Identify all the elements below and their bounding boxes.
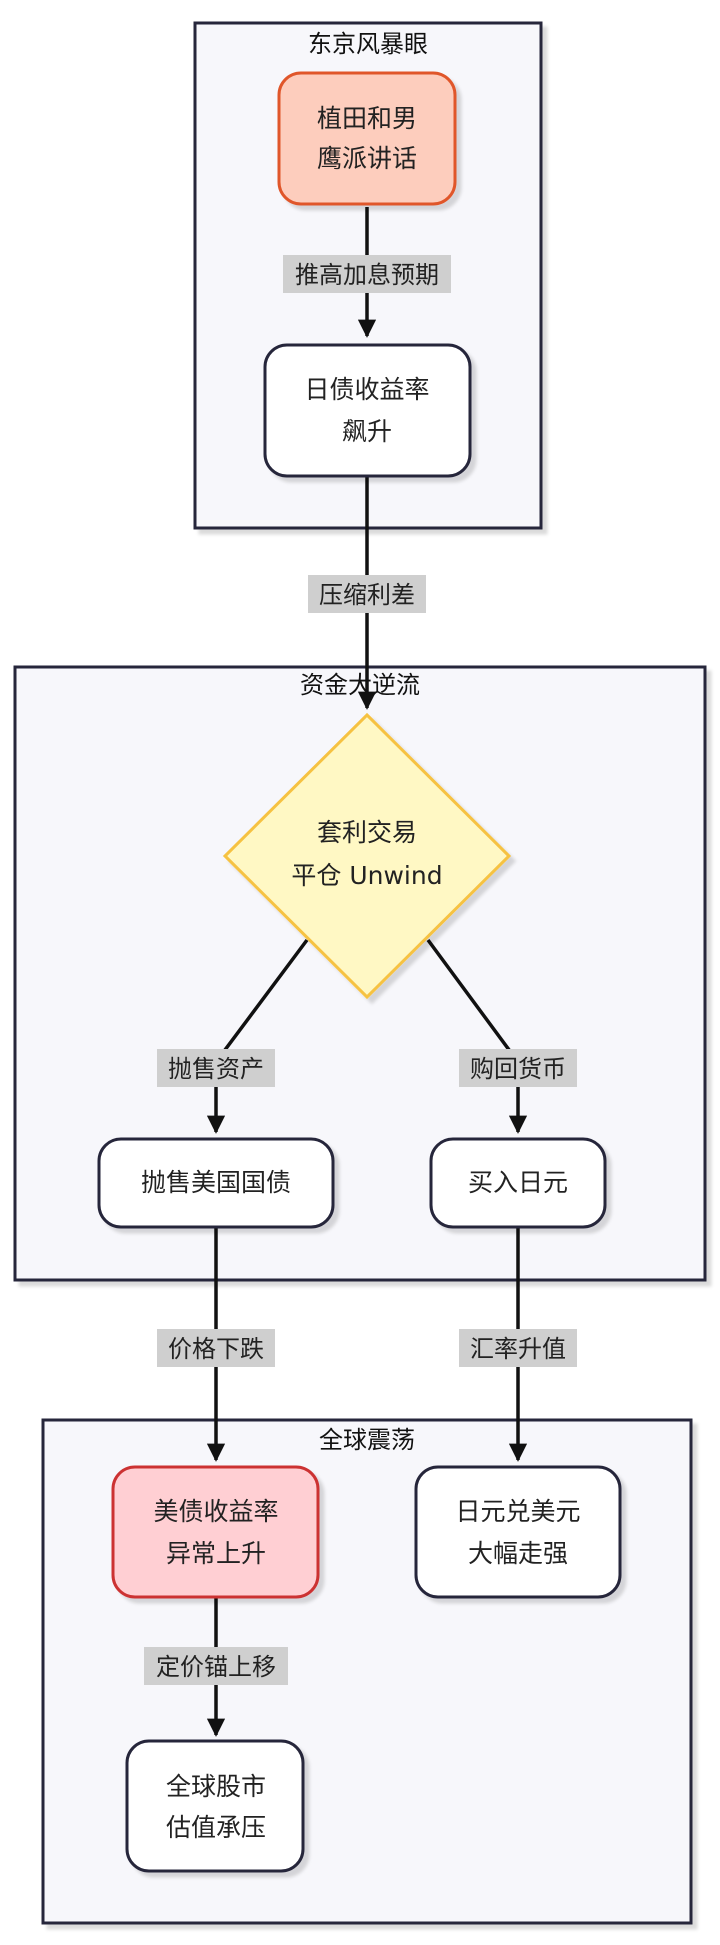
node-sell-ust-label: 抛售美国国债 xyxy=(141,1168,291,1197)
node-ueda-line1: 植田和男 xyxy=(317,104,417,133)
node-equities-line2: 估值承压 xyxy=(166,1813,266,1842)
node-buy-jpy[interactable]: 买入日元 xyxy=(429,1137,607,1229)
node-jgb-line1: 日债收益率 xyxy=(304,375,429,404)
node-sell-ust-box xyxy=(97,1137,335,1229)
edge-label-e5-text: 价格下跌 xyxy=(168,1335,264,1363)
edge-label-e1-text: 推高加息预期 xyxy=(295,261,439,289)
cluster-capital-title: 资金大逆流 xyxy=(300,671,420,699)
node-ueda-box xyxy=(277,71,457,206)
edge-label-e2: 压缩利差 xyxy=(308,575,426,613)
node-buy-jpy-label: 买入日元 xyxy=(468,1168,568,1197)
edge-label-e1-bg xyxy=(283,255,451,293)
node-jpy-usd[interactable]: 日元兑美元 大幅走强 xyxy=(414,1465,622,1599)
node-jgb-box xyxy=(263,343,472,478)
edge-label-e5: 价格下跌 xyxy=(157,1329,275,1367)
node-ust-yield-box xyxy=(111,1465,320,1599)
edge-label-e2-text: 压缩利差 xyxy=(319,581,415,609)
node-buy-jpy-box xyxy=(429,1137,607,1229)
edge-label-e7: 定价锚上移 xyxy=(144,1647,288,1685)
edge-label-e2-bg xyxy=(308,575,426,613)
node-jgb[interactable]: 日债收益率 飙升 xyxy=(263,343,472,478)
node-ust-yield-line1: 美债收益率 xyxy=(153,1497,278,1526)
edge-label-e1: 推高加息预期 xyxy=(283,255,451,293)
node-equities-box xyxy=(125,1739,305,1873)
edge-label-e7-bg xyxy=(144,1647,288,1685)
node-sell-ust[interactable]: 抛售美国国债 xyxy=(97,1137,335,1229)
node-ust-yield-line2: 异常上升 xyxy=(166,1539,266,1568)
edge-label-e4-text: 购回货币 xyxy=(470,1055,566,1083)
node-unwind-line2: 平仓 Unwind xyxy=(291,861,442,890)
edge-label-e6: 汇率升值 xyxy=(459,1329,577,1367)
node-jpy-usd-line1: 日元兑美元 xyxy=(455,1497,580,1526)
node-unwind-line1: 套利交易 xyxy=(317,818,417,847)
cluster-tokyo-title: 东京风暴眼 xyxy=(308,30,428,58)
node-jgb-line2: 飙升 xyxy=(342,417,392,446)
edge-label-e4-bg xyxy=(459,1049,577,1087)
edge-label-e6-bg xyxy=(459,1329,577,1367)
edge-label-e3-text: 抛售资产 xyxy=(168,1055,264,1083)
node-ueda-line2: 鹰派讲话 xyxy=(317,144,417,173)
edge-label-e5-bg xyxy=(157,1329,275,1367)
node-ueda[interactable]: 植田和男 鹰派讲话 xyxy=(277,71,457,206)
edge-label-e7-text: 定价锚上移 xyxy=(156,1653,276,1681)
edge-label-e3-bg xyxy=(157,1049,275,1087)
node-equities[interactable]: 全球股市 估值承压 xyxy=(125,1739,305,1873)
edge-label-e3: 抛售资产 xyxy=(157,1049,275,1087)
edge-label-e4: 购回货币 xyxy=(459,1049,577,1087)
node-jpy-usd-line2: 大幅走强 xyxy=(468,1539,568,1568)
node-unwind[interactable]: 套利交易 平仓 Unwind xyxy=(222,712,512,1000)
node-jpy-usd-box xyxy=(414,1465,622,1599)
node-ust-yield[interactable]: 美债收益率 异常上升 xyxy=(111,1465,320,1599)
cluster-global-title: 全球震荡 xyxy=(319,1426,415,1454)
edge-label-e6-text: 汇率升值 xyxy=(470,1335,566,1363)
node-equities-line1: 全球股市 xyxy=(166,1772,266,1801)
node-unwind-diamond xyxy=(222,712,512,1000)
